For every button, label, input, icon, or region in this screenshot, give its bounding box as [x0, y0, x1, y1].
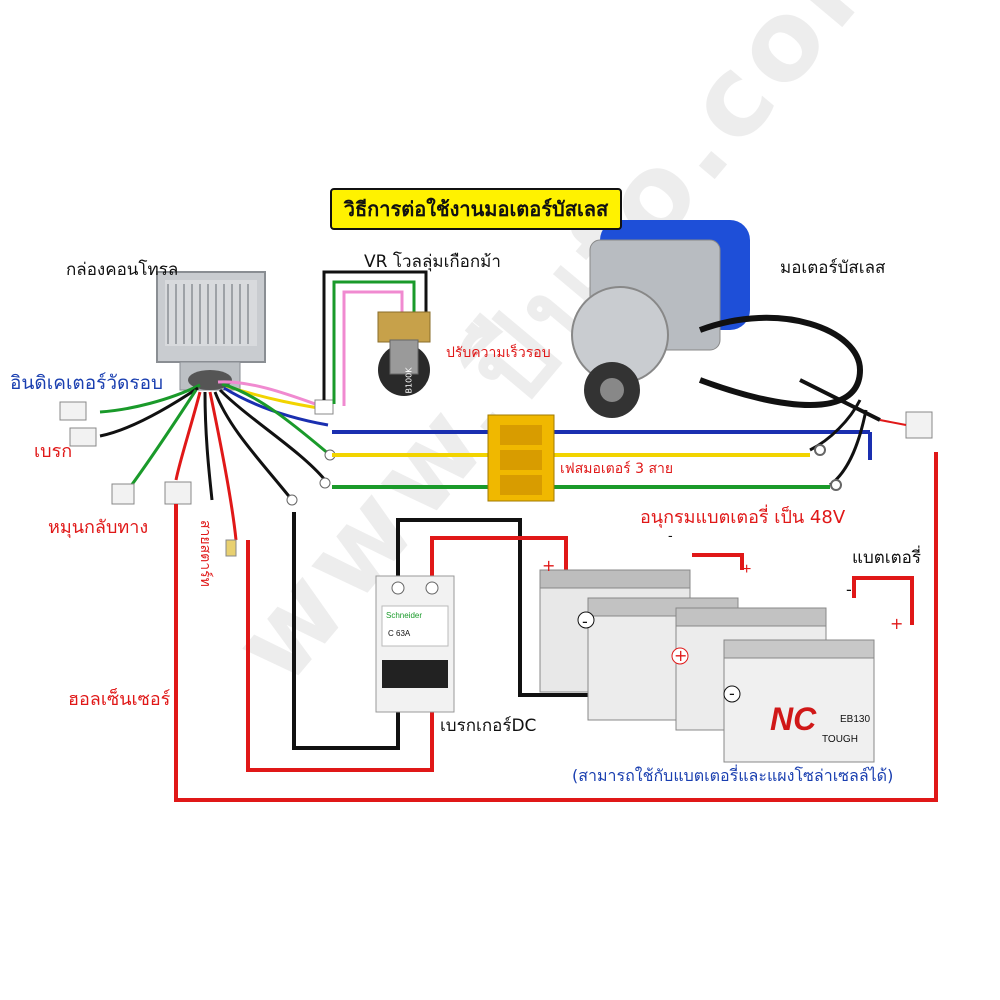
terminal-minus-2: - [729, 684, 735, 703]
label-motor-phase: เฟสมอเตอร์ 3 สาย [560, 461, 674, 477]
label-breaker: เบรกเกอร์DC [440, 716, 537, 736]
potentiometer [322, 270, 431, 406]
label-battery: แบตเตอรี่ [852, 548, 921, 568]
label-reverse: หมุนกลับทาง [48, 517, 149, 538]
terminal-minus-3: - [846, 580, 852, 599]
battery-sub: TOUGH [822, 734, 858, 745]
breaker-brand: Schneider [386, 611, 422, 620]
phase-wires [332, 399, 872, 491]
diagram-title: วิธีการต่อใช้งานมอเตอร์บัสเลส [330, 188, 622, 230]
breaker-model: C 63A [388, 629, 411, 638]
label-key-switch: สายสตาร์ท [197, 520, 213, 587]
label-vr: VR โวลลุ่มเกือกม้า [364, 252, 501, 272]
label-note: (สามารถใช้กับแบตเตอรี่และแผงโซล่าเซลล์ได… [572, 766, 894, 785]
minus-symbol: - [668, 527, 673, 543]
label-control-box: กล่องคอนโทรล [66, 260, 179, 280]
terminal-block [487, 414, 555, 502]
bldc-motor [571, 220, 933, 439]
label-motor: มอเตอร์บัสเลส [780, 258, 886, 278]
terminal-minus-1: - [582, 612, 588, 631]
label-brake: เบรก [34, 441, 73, 462]
label-battery-series: อนุกรมแบตเตอรี่ เป็น 48V [640, 507, 846, 528]
terminal-plus-1: + [542, 556, 556, 575]
label-hall-sensor: ฮอลเซ็นเซอร์ [68, 689, 171, 710]
battery-brand: NC [770, 701, 817, 737]
label-speed-adjust: ปรับความเร็วรอบ [446, 345, 551, 361]
label-indicator: อินดิเคเตอร์วัดรอบ [10, 372, 164, 394]
control-box [156, 271, 266, 391]
plus-symbol: + [742, 561, 751, 578]
pot-value: B100K [404, 367, 414, 394]
terminal-plus-2: + [674, 646, 688, 665]
control-wires [99, 380, 331, 541]
battery-bank: NC TOUGH EB130 - + [539, 527, 875, 763]
battery-4: NC TOUGH EB130 [723, 639, 875, 763]
dc-breaker: Schneider C 63A [375, 575, 455, 713]
connectors-left [59, 399, 336, 557]
terminal-plus-3: + [890, 614, 904, 633]
battery-model: EB130 [840, 714, 870, 725]
